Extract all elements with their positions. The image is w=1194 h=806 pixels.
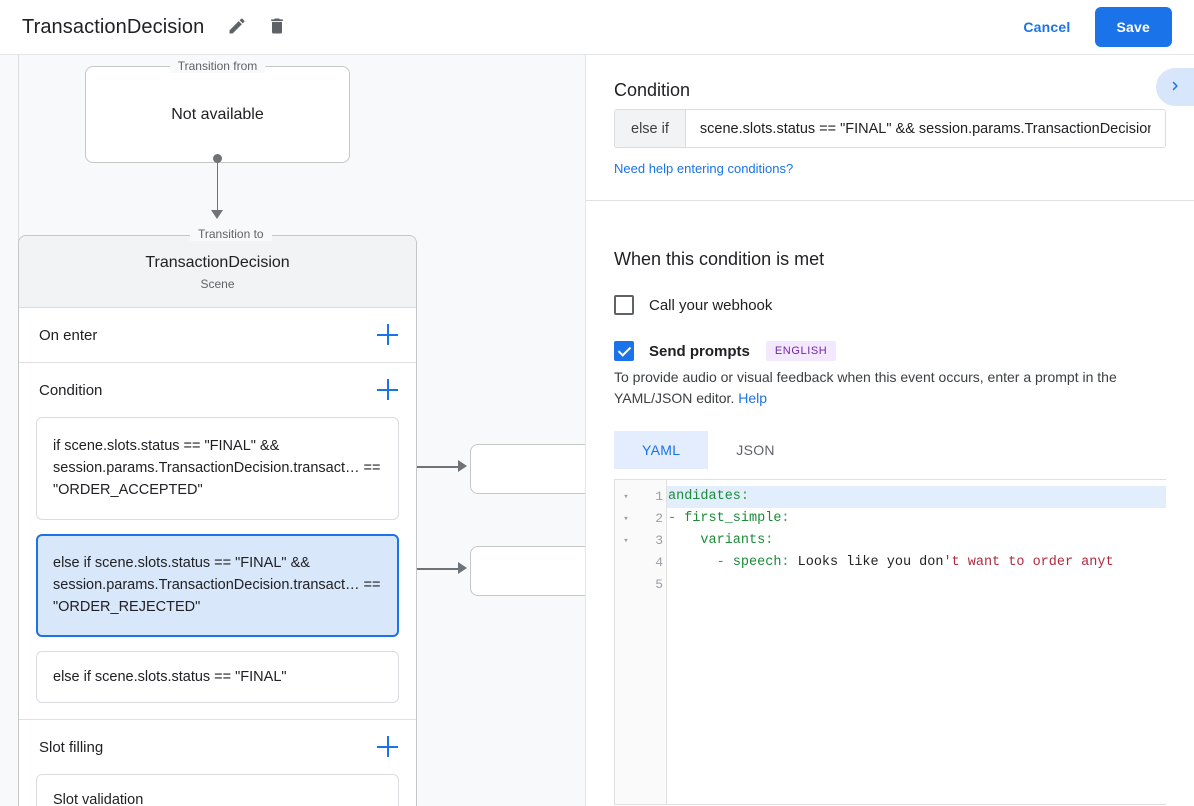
pencil-icon: [227, 16, 247, 39]
add-slot-filling-button[interactable]: [377, 736, 399, 758]
condition-item-rejected[interactable]: else if scene.slots.status == "FINAL" &&…: [36, 534, 399, 637]
scene-card-subtitle: Scene: [200, 277, 235, 291]
scene-canvas[interactable]: Transition from Not available Transition…: [0, 55, 585, 806]
section-title-on-enter: On enter: [39, 326, 98, 344]
fold-toggle: [615, 574, 637, 596]
fold-toggle[interactable]: ▾: [623, 514, 629, 524]
line-number: 1: [655, 489, 663, 504]
prompts-description: To provide audio or visual feedback when…: [614, 367, 1166, 409]
condition-item-accepted[interactable]: if scene.slots.status == "FINAL" && sess…: [36, 417, 399, 520]
yaml-editor[interactable]: ▾ ▾ ▾ 1 2 3 4 5 andidates: - first_simple: vari…: [614, 479, 1166, 805]
fold-toggle[interactable]: ▾: [623, 536, 629, 546]
tab-json[interactable]: JSON: [708, 431, 803, 469]
call-webhook-label: Call your webhook: [649, 296, 773, 314]
scene-card-header[interactable]: TransactionDecision Scene: [19, 236, 416, 308]
section-title-condition: Condition: [39, 381, 103, 399]
trash-icon: [267, 16, 287, 39]
section-on-enter: On enter: [19, 308, 416, 363]
section-condition: Condition if scene.slots.status == "FINA…: [19, 363, 416, 720]
target-node-rejected[interactable]: [470, 546, 585, 596]
send-prompts-label: Send prompts: [649, 342, 750, 360]
connector-line-down: [216, 158, 219, 210]
prompts-description-text: To provide audio or visual feedback when…: [614, 369, 1117, 406]
scene-card-title: TransactionDecision: [145, 254, 290, 271]
when-condition-met-title: When this condition is met: [614, 249, 825, 269]
page-title: TransactionDecision: [22, 15, 205, 38]
editor-code-area[interactable]: andidates: - first_simple: variants: - sp…: [667, 480, 1166, 804]
condition-detail-panel: Condition else if Need help entering con…: [585, 55, 1194, 806]
code-line[interactable]: andidates:: [667, 486, 1166, 508]
prompts-help-link[interactable]: Help: [738, 390, 768, 406]
code-line[interactable]: [667, 574, 1166, 596]
condition-help-link[interactable]: Need help entering conditions?: [614, 161, 794, 176]
panel-title: Condition: [614, 80, 691, 100]
condition-expression-input[interactable]: [685, 110, 1165, 147]
transition-from-value: Not available: [171, 105, 264, 123]
editor-tabs: YAML JSON: [614, 431, 1166, 469]
send-prompts-row: Send prompts ENGLISH: [614, 341, 1166, 361]
section-header: On enter: [19, 308, 416, 362]
transition-from-legend: Transition from: [169, 59, 266, 73]
line-number: 3: [655, 533, 663, 548]
delete-button[interactable]: [264, 14, 290, 40]
line-number: 5: [655, 577, 663, 592]
cancel-button[interactable]: Cancel: [1011, 10, 1082, 44]
condition-prefix-label: else if: [615, 110, 686, 147]
condition-item-final[interactable]: else if scene.slots.status == "FINAL": [36, 651, 399, 703]
code-line[interactable]: - speech: Looks like you don't want to o…: [668, 555, 1114, 570]
slot-filling-list: Slot validation: [19, 774, 416, 806]
rename-button[interactable]: [224, 14, 250, 40]
transition-from-node[interactable]: Transition from Not available: [85, 59, 350, 163]
section-header: Condition: [19, 363, 416, 417]
condition-list: if scene.slots.status == "FINAL" && sess…: [19, 417, 416, 719]
edge-arrow-accepted: [458, 460, 467, 472]
chevron-right-icon: [1166, 77, 1184, 98]
code-line[interactable]: variants:: [700, 533, 774, 548]
fold-toggle[interactable]: ▾: [623, 492, 629, 502]
tab-yaml[interactable]: YAML: [614, 431, 709, 469]
edge-arrow-rejected: [458, 562, 467, 574]
collapse-panel-button[interactable]: [1156, 68, 1194, 106]
section-slot-filling: Slot filling Slot validation: [19, 720, 416, 806]
edge-accepted: [417, 466, 462, 468]
editor-line-numbers: 1 2 3 4 5: [637, 480, 667, 804]
webhook-row: Call your webhook: [614, 295, 1166, 315]
send-prompts-checkbox[interactable]: [614, 341, 634, 361]
panel-divider: [586, 200, 1194, 201]
edge-rejected: [417, 568, 462, 570]
add-on-enter-button[interactable]: [377, 324, 399, 346]
scene-card: TransactionDecision Scene On enter Condi…: [18, 235, 417, 806]
save-button[interactable]: Save: [1094, 7, 1172, 47]
line-number: 4: [655, 555, 663, 570]
panel-body: When this condition is met Call your web…: [586, 223, 1194, 805]
section-header: Slot filling: [19, 720, 416, 774]
target-node-accepted[interactable]: [470, 444, 585, 494]
slot-validation-item[interactable]: Slot validation: [36, 774, 399, 806]
panel-top: Condition else if Need help entering con…: [586, 55, 1194, 223]
code-line[interactable]: - first_simple:: [668, 511, 790, 526]
call-webhook-checkbox[interactable]: [614, 295, 634, 315]
line-number: 2: [655, 511, 663, 526]
section-title-slot-filling: Slot filling: [39, 738, 104, 756]
transition-to-legend: Transition to: [190, 227, 272, 241]
language-badge: ENGLISH: [765, 341, 837, 361]
condition-input-row: else if: [614, 109, 1166, 148]
editor-fold-gutter[interactable]: ▾ ▾ ▾: [615, 480, 637, 804]
add-condition-button[interactable]: [377, 379, 399, 401]
connector-arrow-down: [211, 210, 223, 219]
fold-toggle: [615, 552, 637, 574]
app-header: TransactionDecision Cancel Save: [0, 0, 1194, 55]
